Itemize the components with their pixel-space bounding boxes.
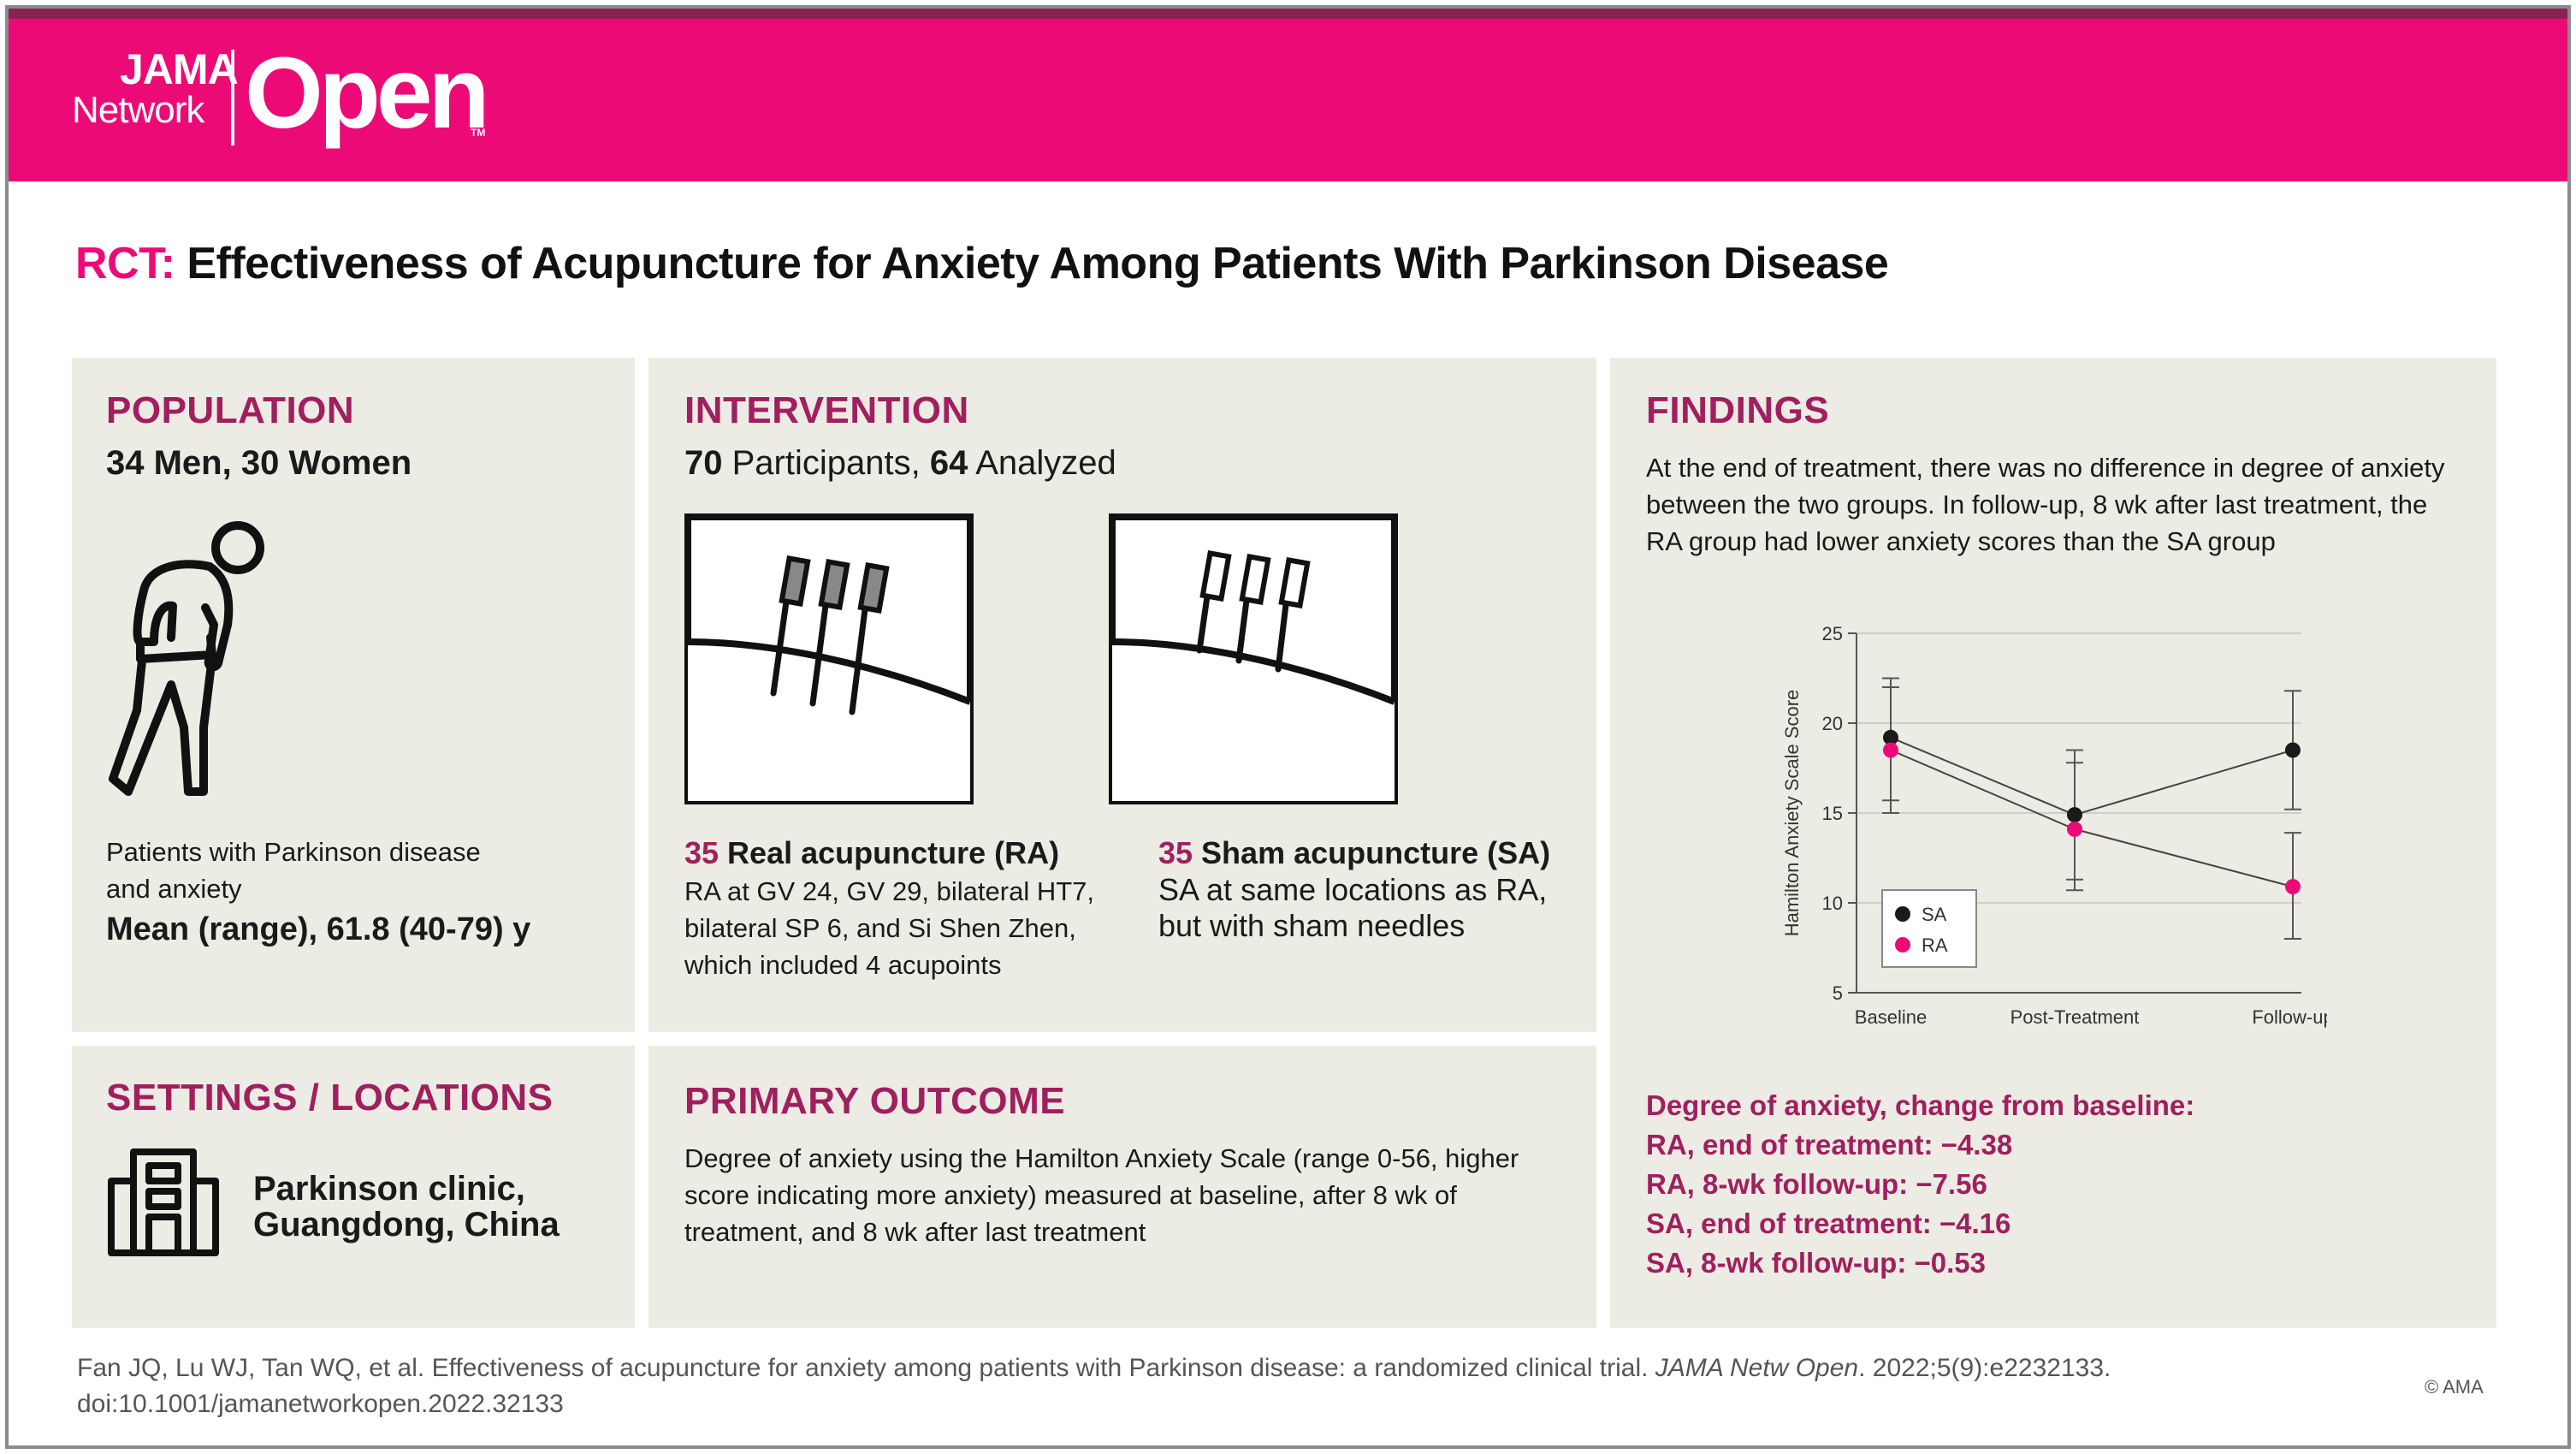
participants-text: Participants, — [722, 444, 930, 482]
population-desc-line1: Patients with Parkinson disease — [106, 837, 481, 867]
sa-line2: but with sham needles — [1158, 908, 1466, 943]
findings-line2: between the two groups. In follow-up, 8 … — [1646, 490, 2428, 519]
outcome-panel — [648, 1046, 1596, 1328]
change-item-2: RA, 8-wk follow-up: −7.56 — [1646, 1168, 1987, 1200]
legend-label-sa: SA — [1922, 904, 1947, 925]
data-point-ra — [1883, 742, 1898, 758]
top-strip — [9, 9, 2567, 19]
copyright: © AMA — [2425, 1376, 2484, 1398]
outcome-line1: Degree of anxiety using the Hamilton Anx… — [684, 1143, 1519, 1173]
sa-label: Sham acupuncture (SA) — [1193, 835, 1551, 870]
ra-line3: which included 4 acupoints — [684, 950, 1002, 980]
population-subheading: 34 Men, 30 Women — [106, 444, 412, 482]
ra-label: Real acupuncture (RA) — [719, 835, 1060, 870]
title-prefix: RCT: — [75, 239, 175, 288]
data-point-sa — [2067, 807, 2082, 823]
y-tick-label: 20 — [1822, 713, 1843, 734]
ra-line2: bilateral SP 6, and Si Shen Zhen, — [684, 913, 1076, 943]
population-desc-line2: and anxiety — [106, 874, 242, 904]
logo-open: Open — [245, 37, 490, 150]
series-line-ra — [1890, 749, 2294, 888]
header-banner — [9, 19, 2567, 181]
population-heading: POPULATION — [106, 389, 355, 431]
change-item-3: SA, end of treatment: −4.16 — [1646, 1208, 2011, 1239]
y-axis-label: Hamilton Anxiety Scale Score — [1781, 690, 1803, 937]
y-tick-label: 5 — [1833, 982, 1843, 1004]
logo-network: Network — [72, 89, 204, 131]
findings-line3: RA group had lower anxiety scores than t… — [1646, 526, 2276, 556]
citation-text: Fan JQ, Lu WJ, Tan WQ, et al. Effectiven… — [77, 1354, 1655, 1382]
data-point-sa — [2285, 742, 2301, 758]
ra-line1: RA at GV 24, GV 29, bilateral HT7, — [684, 876, 1095, 906]
ra-title: 35 Real acupuncture (RA) — [684, 834, 1059, 871]
logo-divider — [231, 50, 234, 145]
sa-count: 35 — [1158, 835, 1193, 870]
y-tick-label: 15 — [1822, 803, 1843, 824]
ra-count: 35 — [684, 835, 720, 870]
y-tick-label: 25 — [1822, 623, 1843, 644]
findings-panel — [1610, 358, 2496, 1328]
x-tick-label: Post-Treatment — [2010, 1006, 2140, 1028]
hunched-person-icon — [109, 521, 264, 796]
legend-label-ra: RA — [1922, 935, 1948, 956]
findings-line1: At the end of treatment, there was no di… — [1646, 453, 2445, 483]
page-title: RCT: Effectiveness of Acupuncture for An… — [75, 238, 1889, 289]
findings-heading: FINDINGS — [1646, 389, 1830, 431]
change-item-1: RA, end of treatment: −4.38 — [1646, 1129, 2013, 1160]
legend-box — [1881, 889, 1977, 968]
change-heading: Degree of anxiety, change from baseline: — [1646, 1089, 2195, 1121]
participants-number: 70 — [684, 444, 723, 482]
settings-panel — [72, 1046, 635, 1328]
outcome-heading: PRIMARY OUTCOME — [684, 1080, 1066, 1122]
data-point-ra — [2067, 821, 2082, 837]
outcome-line3: treatment, and 8 wk after last treatment — [684, 1217, 1146, 1247]
sa-title: 35 Sham acupuncture (SA) — [1158, 834, 1550, 871]
outcome-line2: score indicating more anxiety) measured … — [684, 1180, 1457, 1210]
x-tick-label: Baseline — [1855, 1006, 1927, 1028]
sham-needles-icon — [1109, 513, 1398, 804]
population-age: Mean (range), 61.8 (40-79) y — [106, 911, 531, 947]
data-point-sa — [1883, 729, 1898, 745]
settings-line2: Guangdong, China — [253, 1206, 560, 1243]
legend-marker-sa — [1895, 906, 1910, 922]
citation-doi: doi:10.1001/jamanetworkopen.2022.32133 — [77, 1390, 564, 1418]
intervention-counts: 70 Participants, 64 Analyzed — [684, 445, 1116, 482]
settings-heading: SETTINGS / LOCATIONS — [106, 1077, 554, 1119]
settings-line1: Parkinson clinic, — [253, 1170, 525, 1208]
title-text: Effectiveness of Acupuncture for Anxiety… — [175, 239, 1889, 288]
intervention-heading: INTERVENTION — [684, 389, 969, 431]
citation-line1: Fan JQ, Lu WJ, Tan WQ, et al. Effectiven… — [77, 1350, 2111, 1386]
citation-volume: . 2022;5(9):e2232133. — [1858, 1354, 2111, 1382]
change-item-4: SA, 8-wk follow-up: −0.53 — [1646, 1247, 1986, 1279]
legend-marker-ra — [1895, 937, 1910, 953]
building-icon — [108, 1148, 219, 1256]
sa-line1: SA at same locations as RA, — [1158, 872, 1548, 907]
logo-trademark: TM — [471, 127, 486, 139]
real-needles-icon — [684, 513, 974, 804]
x-tick-label: Follow-up — [2252, 1006, 2327, 1028]
data-point-ra — [2285, 879, 2301, 895]
y-tick-label: 10 — [1822, 893, 1843, 914]
citation-journal: JAMA Netw Open — [1655, 1354, 1859, 1382]
logo-jama: JAMA — [120, 45, 239, 93]
analyzed-text: Analyzed — [968, 444, 1116, 482]
analyzed-number: 64 — [929, 444, 968, 482]
citation: Fan JQ, Lu WJ, Tan WQ, et al. Effectiven… — [77, 1350, 2111, 1422]
